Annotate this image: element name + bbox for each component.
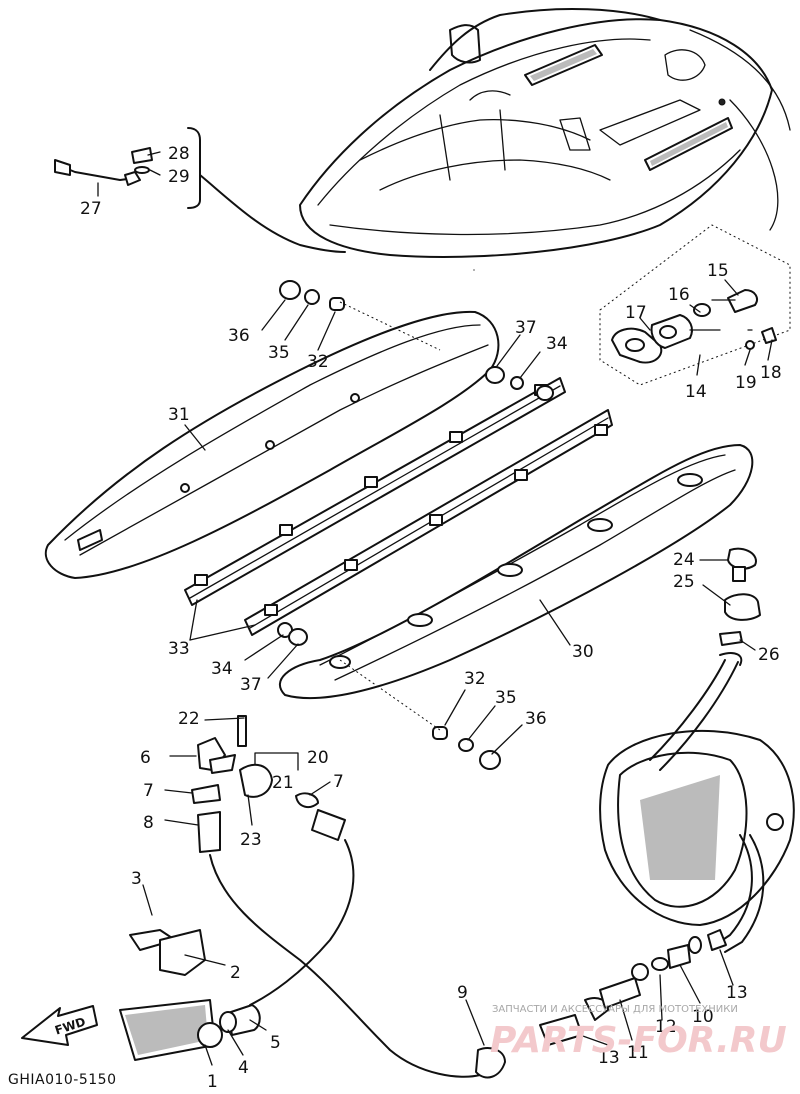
callout-21: 21 <box>272 773 294 793</box>
watercraft-hull <box>299 8 791 258</box>
watermark-logo: PARTS-FOR.RU <box>490 1020 787 1061</box>
callout-5: 5 <box>270 1033 281 1053</box>
callout-34a: 34 <box>546 334 568 354</box>
callout-7b: 7 <box>333 772 344 792</box>
callout-22: 22 <box>178 709 200 729</box>
callout-labels: 1 2 3 4 5 6 7 7 8 9 10 11 12 13 13 14 15… <box>80 144 782 1092</box>
water-tube-assembly <box>119 715 506 1079</box>
hose-fittings-9-13 <box>539 929 727 1046</box>
callout-1: 1 <box>207 1072 218 1092</box>
callout-24: 24 <box>673 550 695 570</box>
callout-11: 11 <box>627 1043 649 1063</box>
callout-36a: 36 <box>228 326 250 346</box>
callout-8: 8 <box>143 813 154 833</box>
rail-strips-33 <box>184 377 613 636</box>
watermark-text: ЗАПЧАСТИ И АКСЕССУАРЫ ДЛЯ МОТОТЕХНИКИ <box>492 1004 738 1015</box>
bottom-plate-left <box>45 310 500 579</box>
callout-15: 15 <box>707 261 729 281</box>
watermark: ЗАПЧАСТИ И АКСЕССУАРЫ ДЛЯ МОТОТЕХНИКИ PA… <box>490 1004 787 1061</box>
callout-20: 20 <box>307 748 329 768</box>
intake-grate-assembly <box>599 224 791 386</box>
callout-16: 16 <box>668 285 690 305</box>
callout-37a: 37 <box>515 318 537 338</box>
fwd-arrow-icon: FWD <box>21 1005 98 1046</box>
bottom-plate-right <box>278 444 754 700</box>
cable-group-27 <box>54 127 346 253</box>
callout-32b: 32 <box>464 669 486 689</box>
jet-pump-housing <box>599 547 795 953</box>
leader-lines <box>97 151 773 1066</box>
callout-35a: 35 <box>268 343 290 363</box>
fasteners <box>277 280 554 770</box>
callout-30: 30 <box>572 642 594 662</box>
callout-3: 3 <box>131 869 142 889</box>
callout-34b: 34 <box>211 659 233 679</box>
callout-18: 18 <box>760 363 782 383</box>
callout-10: 10 <box>692 1007 714 1027</box>
callout-13b: 13 <box>726 983 748 1003</box>
callout-25: 25 <box>673 572 695 592</box>
callout-13a: 13 <box>598 1048 620 1068</box>
callout-17: 17 <box>625 303 647 323</box>
callout-7a: 7 <box>143 781 154 801</box>
callout-33: 33 <box>168 639 190 659</box>
callout-2: 2 <box>230 963 241 983</box>
diagram-code: GHIA010-5150 <box>8 1072 116 1088</box>
callout-36b: 36 <box>525 709 547 729</box>
callout-14: 14 <box>685 382 707 402</box>
callout-19: 19 <box>735 373 757 393</box>
callout-27: 27 <box>80 199 102 219</box>
callout-29: 29 <box>168 167 190 187</box>
callout-35b: 35 <box>495 688 517 708</box>
callout-12: 12 <box>655 1017 677 1037</box>
callout-6: 6 <box>140 748 151 768</box>
callout-28: 28 <box>168 144 190 164</box>
callout-32a: 32 <box>307 352 329 372</box>
callout-9: 9 <box>457 983 468 1003</box>
callout-31: 31 <box>168 405 190 425</box>
callout-4: 4 <box>238 1058 249 1078</box>
callout-23: 23 <box>240 830 262 850</box>
bolts-rail <box>194 384 608 616</box>
callout-26: 26 <box>758 645 780 665</box>
callout-37b: 37 <box>240 675 262 695</box>
